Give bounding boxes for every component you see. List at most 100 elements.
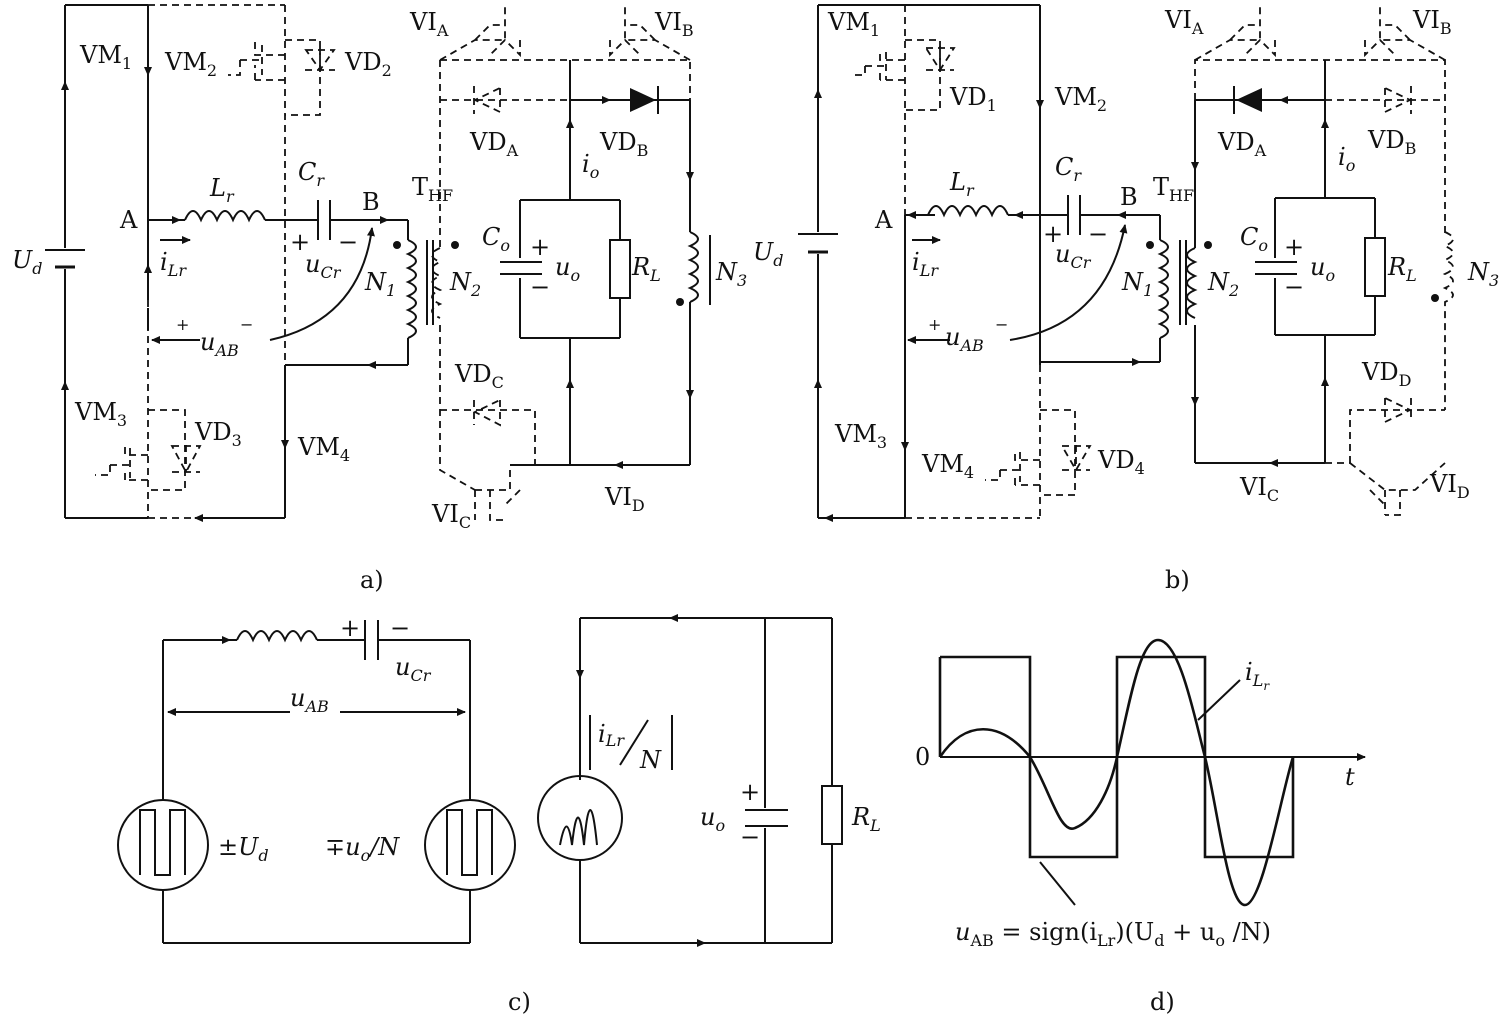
b-diode-vdb [1384, 86, 1413, 114]
label-b-plus-uab: + [928, 315, 941, 334]
panel-c: + − uCr uAB ±Ud ∓uo/N [117, 614, 881, 1016]
label-b-vm4: VM4 [921, 450, 974, 482]
label-b-uab: uAB [945, 323, 984, 355]
label-thf: THF [412, 173, 453, 205]
label-vic: VIC [431, 500, 471, 532]
transistor-via [439, 5, 521, 61]
label-b-io: io [1338, 143, 1355, 175]
label-co: Co [482, 223, 510, 255]
label-b-ud: Ud [753, 238, 783, 270]
label-b-n2: N2 [1207, 268, 1239, 300]
label-ud: Ud [12, 246, 42, 278]
label-c-src2: ∓uo/N [325, 833, 400, 865]
label-plus-cr: + [290, 228, 310, 256]
label-b-vm2: VM2 [1054, 83, 1107, 115]
label-n1: N1 [364, 268, 396, 300]
label-vm1: VM1 [79, 41, 132, 73]
caption-c: c) [508, 988, 531, 1016]
label-b-plus-cr: + [1043, 220, 1063, 248]
uab-square-wave [940, 655, 1295, 859]
label-b-lr: Lr [949, 168, 975, 200]
label-ilr: iLr [160, 248, 187, 280]
label-b-vic: VIC [1239, 473, 1279, 505]
label-b-vdd: VDD [1361, 358, 1411, 390]
label-b-minus-cr: − [1088, 220, 1108, 248]
label-n2: N2 [449, 268, 481, 300]
label-c-rl: RL [851, 803, 881, 835]
source-uo-square [424, 799, 516, 891]
label-b-vm3: VM3 [834, 420, 887, 452]
label-b-cr: Cr [1055, 153, 1082, 185]
label-rl: RL [631, 253, 661, 285]
label-b-via: VIA [1164, 6, 1204, 38]
label-c-ucr: uCr [395, 653, 432, 685]
label-d-zero: 0 [915, 743, 930, 771]
diode-vdc [440, 398, 536, 465]
label-d-t: t [1345, 763, 1355, 791]
label-d-ilr: iLr [1245, 658, 1270, 693]
label-c-minus-uo: − [740, 823, 760, 851]
label-c-iabs-i: iLr [598, 720, 625, 750]
label-d-equation: uAB = sign(iLr)(Ud + uo /N) [955, 918, 1271, 950]
label-via: VIA [409, 8, 449, 40]
label-vm2: VM2 [164, 48, 217, 80]
label-node-b: B [362, 188, 380, 216]
label-b-vdb: VDB [1367, 126, 1416, 158]
b-switch-vm4 [985, 409, 1092, 496]
label-b-vib: VIB [1412, 6, 1452, 38]
label-b-vda: VDA [1217, 128, 1267, 160]
label-vd2: VD2 [344, 48, 392, 80]
label-b-minus-uab: − [995, 315, 1008, 334]
label-plus-uab: + [176, 315, 189, 334]
label-plus-co: + [530, 233, 550, 261]
source-ud-square [117, 799, 209, 891]
transistor-vib [609, 5, 691, 61]
label-c-iabs: iLr N [589, 715, 673, 774]
label-b-node-b: B [1120, 183, 1138, 211]
label-vm3: VM3 [74, 398, 127, 430]
b-diode-vda [1233, 86, 1262, 114]
label-vib: VIB [654, 8, 694, 40]
label-b-vd4: VD4 [1097, 446, 1145, 478]
label-b-n1: N1 [1121, 268, 1153, 300]
label-b-n3: N3 [1467, 258, 1499, 290]
label-minus-co: − [530, 273, 550, 301]
label-c-plus: + [340, 614, 360, 642]
label-b-thf: THF [1153, 173, 1194, 205]
label-b-vm1: VM1 [827, 8, 880, 40]
label-b-uo: uo [1310, 253, 1335, 285]
label-io: io [582, 150, 599, 182]
b-transistor-via [1194, 5, 1276, 61]
label-vdb: VDB [599, 128, 648, 160]
label-c-plus-uo: + [740, 778, 760, 806]
label-b-rl: RL [1387, 253, 1417, 285]
diode-vda [472, 86, 501, 114]
panel-b: Ud VM1 VD1 VM2 VM3 VM4 VD4 [753, 4, 1499, 594]
label-b-ucr: uCr [1055, 240, 1092, 272]
diode-vdb [630, 86, 659, 114]
ilr-sine-wave [938, 638, 1295, 907]
panel-d: 0 t iLr uAB = sign(iLr)(Ud + uo /N) d) [915, 638, 1366, 1016]
label-minus-cr: − [338, 228, 358, 256]
b-diode-vdd [1349, 396, 1445, 463]
label-c-iabs-n: N [639, 746, 662, 774]
label-b-ilr: iLr [912, 248, 939, 280]
dc-source-ud [45, 5, 85, 518]
label-node-a: A [119, 206, 138, 234]
b-transistor-vid [1349, 462, 1446, 516]
switch-vm2 [228, 5, 336, 125]
label-b-plus-co: + [1284, 233, 1304, 261]
label-vda: VDA [469, 128, 519, 160]
label-b-node-a: A [874, 206, 893, 234]
b-transistor-vib [1364, 5, 1446, 61]
label-n3: N3 [715, 258, 747, 290]
label-b-vid: VID [1429, 470, 1470, 502]
caption-b: b) [1165, 566, 1190, 594]
label-lr: Lr [209, 174, 235, 206]
label-vm4: VM4 [297, 433, 350, 465]
label-b-co: Co [1240, 223, 1268, 255]
label-c-uo: uo [700, 803, 725, 835]
label-vid: VID [604, 483, 645, 515]
caption-a: a) [360, 566, 384, 594]
